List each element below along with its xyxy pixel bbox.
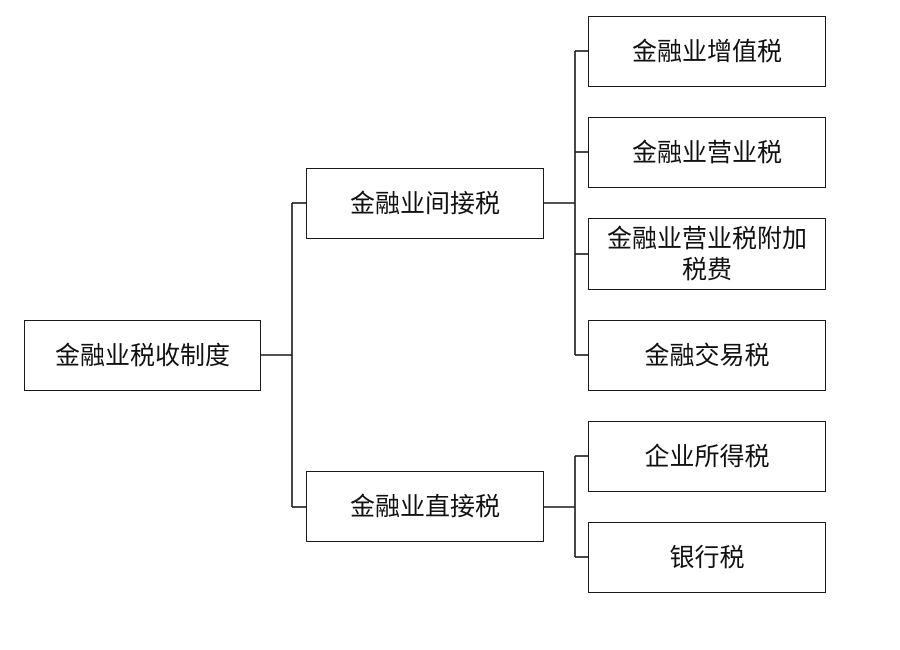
leaf-node-bank-tax: 银行税 bbox=[588, 522, 826, 593]
direct-tax-node: 金融业直接税 bbox=[306, 471, 544, 542]
leaf-node-label-line-1: 金融业营业税附加 bbox=[606, 224, 807, 253]
leaf-node-corporate-income-tax: 企业所得税 bbox=[588, 421, 826, 492]
leaf-node-vat: 金融业增值税 bbox=[588, 16, 826, 87]
leaf-node-transaction-tax: 金融交易税 bbox=[588, 320, 826, 391]
direct-tax-label: 金融业直接税 bbox=[349, 492, 500, 521]
leaf-node-business-tax: 金融业营业税 bbox=[588, 117, 826, 188]
leaf-node-business-tax-surcharge: 金融业营业税附加 税费 bbox=[588, 218, 826, 290]
leaf-node-label: 金融交易税 bbox=[644, 341, 770, 370]
root-node: 金融业税收制度 bbox=[24, 320, 261, 391]
leaf-node-label: 金融业增值税 bbox=[631, 37, 782, 66]
leaf-node-label-line-2: 税费 bbox=[681, 255, 732, 284]
leaf-node-label: 银行税 bbox=[669, 543, 745, 572]
root-node-label: 金融业税收制度 bbox=[54, 341, 230, 370]
leaf-node-label: 金融业营业税 bbox=[631, 138, 782, 167]
indirect-tax-node: 金融业间接税 bbox=[306, 168, 544, 239]
leaf-node-label: 企业所得税 bbox=[644, 442, 770, 471]
indirect-tax-label: 金融业间接税 bbox=[349, 189, 500, 218]
